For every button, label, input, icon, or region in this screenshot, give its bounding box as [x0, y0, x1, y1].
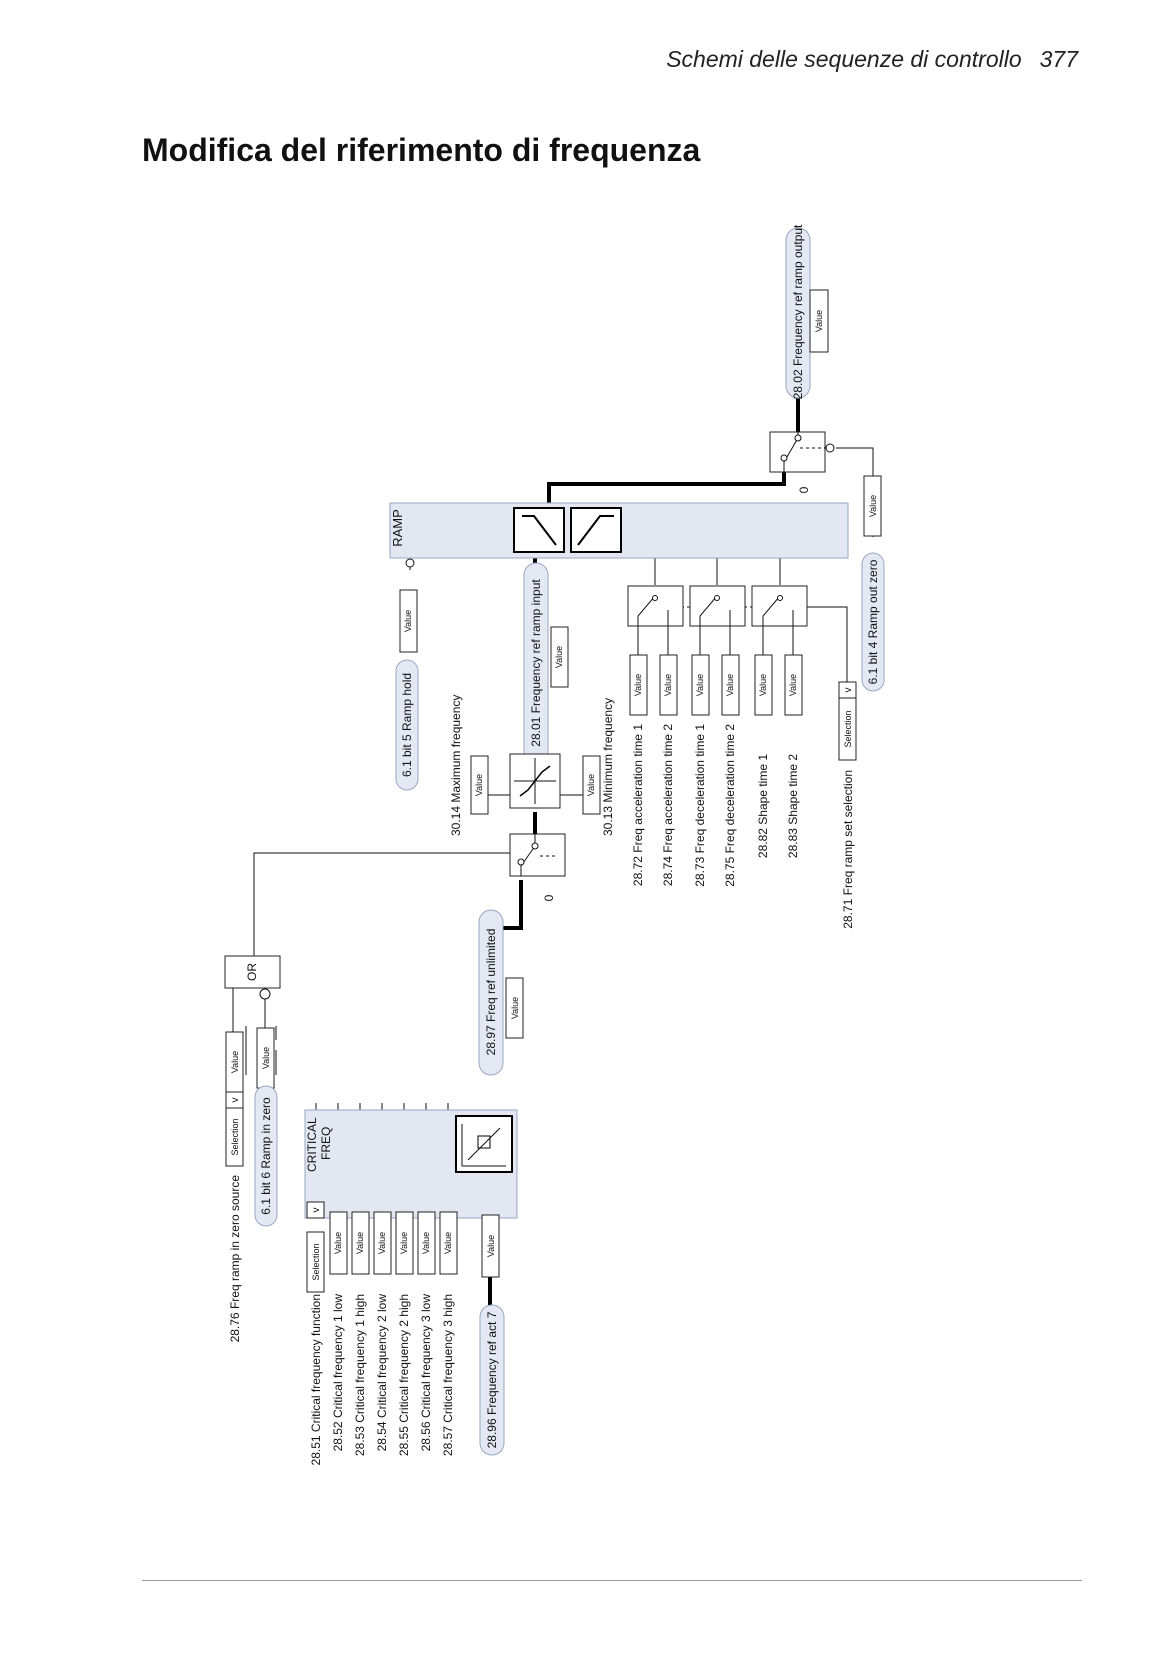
svg-text:Value: Value: [663, 674, 673, 696]
ramp-zero-source-label: 28.76 Freq ramp in zero source: [228, 1175, 242, 1343]
or-block: [224, 955, 281, 989]
svg-text:Value: Value: [554, 646, 564, 668]
svg-text:Value: Value: [788, 674, 798, 696]
svg-text:v: v: [843, 688, 854, 693]
freq-ref-unlimited-label: 28.97 Freq ref unlimited: [484, 929, 498, 1056]
critical-block-label-1: CRITICAL: [305, 1117, 319, 1172]
ramp-out-zero-label: 6.1 bit 4 Ramp out zero: [866, 559, 880, 684]
accel2-label: 28.74 Freq acceleration time 2: [661, 724, 675, 886]
zero-label: 0: [797, 486, 811, 493]
max-freq-label: 30.14 Maximum frequency: [449, 695, 463, 836]
page-number: 377: [1039, 46, 1078, 72]
min-freq-value-box: [582, 755, 601, 815]
max-freq-value-box: [470, 755, 489, 815]
freq-ref-unlimited-param: 28.97 Freq ref unlimited Value: [478, 909, 524, 1076]
critical-block-label-2: FREQ: [319, 1127, 333, 1160]
limiter-group: Value 30.14 Maximum frequency Value 30.1…: [449, 695, 615, 836]
ramp-hold-label: 6.1 bit 5 Ramp hold: [400, 673, 414, 777]
svg-text:Value: Value: [355, 1232, 365, 1254]
freq-ref-act7-value-box: [481, 1214, 500, 1278]
crit2-low-label: 28.54 Critical frequency 2 low: [375, 1294, 389, 1452]
svg-text:Value: Value: [486, 1235, 496, 1257]
svg-text:Value: Value: [333, 1232, 343, 1254]
or-group: OR Value Value v Selection 28.76 Freq ra…: [224, 955, 281, 1343]
crit1-high-label: 28.53 Critical frequency 1 high: [353, 1294, 367, 1456]
ramp-set-sel-label: 28.71 Freq ramp set selection: [841, 770, 855, 929]
ramp-block-label: RAMP: [390, 509, 405, 547]
output-param-label: 28.02 Frequency ref ramp output: [791, 224, 805, 399]
footer-rule: [142, 1580, 1082, 1581]
svg-text:Value: Value: [399, 1232, 409, 1254]
ramp-hold-value-box: [399, 589, 418, 653]
crit-function-dropdown[interactable]: [306, 1201, 325, 1219]
ramp-time-params: Value Value Value Value Value Value 28.7…: [629, 654, 857, 929]
output-param-group: 28.02 Frequency ref ramp output Value: [785, 224, 829, 399]
accel1-label: 28.72 Freq acceleration time 1: [631, 724, 645, 886]
svg-text:Selection: Selection: [311, 1243, 321, 1280]
svg-text:Value: Value: [377, 1232, 387, 1254]
svg-text:v: v: [230, 1098, 241, 1103]
svg-text:Value: Value: [443, 1232, 453, 1254]
ramp-down-icon: [513, 507, 565, 553]
critical-freq-group: CRITICAL FREQ v Selection Value Value Va…: [304, 1109, 518, 1465]
ramp-zero-source-selection-box: [225, 1107, 244, 1167]
ramp-set-selection-box: [838, 697, 857, 761]
thin-wires: [245, 447, 874, 1212]
output-switch-box: [769, 431, 826, 473]
svg-text:Value: Value: [474, 774, 484, 796]
crit2-high-label: 28.55 Critical frequency 2 high: [397, 1294, 411, 1456]
decel-selector: [689, 585, 746, 627]
page-header: Schemi delle sequenze di controllo 377: [648, 46, 1078, 73]
svg-text:Value: Value: [758, 674, 768, 696]
ramp-hold-param: Value 6.1 bit 5 Ramp hold: [395, 589, 419, 791]
crit-function-label: 28.51 Critical frequency function: [309, 1294, 323, 1465]
crit-function-selection-box: [306, 1231, 325, 1293]
shape1-label: 28.82 Shape time 1: [756, 754, 770, 858]
svg-text:Value: Value: [510, 997, 520, 1019]
or-label: OR: [245, 963, 259, 981]
svg-text:Value: Value: [725, 674, 735, 696]
svg-text:Value: Value: [586, 774, 596, 796]
decel2-label: 28.75 Freq deceleration time 2: [723, 724, 737, 887]
ramp-out-zero-value-box: [863, 475, 882, 537]
svg-text:v: v: [311, 1208, 322, 1213]
ramp-in-zero-switch: 0: [509, 833, 566, 901]
crit3-high-label: 28.57 Critical frequency 3 high: [441, 1294, 455, 1456]
svg-text:Value: Value: [421, 1232, 431, 1254]
ramp-input-value-box: [550, 626, 569, 688]
ramp-input-label: 28.01 Frequency ref ramp input: [529, 579, 543, 747]
crit1-low-label: 28.52 Critical frequency 1 low: [331, 1294, 345, 1452]
freq-ref-unlimited-value-box: [505, 977, 524, 1039]
decel1-label: 28.73 Freq deceleration time 1: [693, 724, 707, 887]
svg-text:Selection: Selection: [843, 710, 853, 747]
output-value-box: [809, 289, 829, 353]
ramp-block-group: RAMP: [389, 502, 849, 568]
ramp-in-zero-switch-box: [509, 833, 566, 877]
output-switch: 0: [769, 431, 835, 493]
shape2-label: 28.83 Shape time 2: [786, 754, 800, 858]
freq-ref-act7-label: 28.96 Frequency ref act 7: [485, 1311, 499, 1448]
min-freq-label: 30.13 Minimum frequency: [601, 698, 615, 836]
ramp-up-icon: [570, 507, 622, 553]
svg-text:Value: Value: [695, 674, 705, 696]
accel-selector: [627, 585, 684, 627]
zero-label-2: 0: [542, 894, 556, 901]
svg-text:Value: Value: [261, 1047, 271, 1069]
ramp-input-param: 28.01 Frequency ref ramp input Value: [523, 562, 569, 764]
svg-text:Value: Value: [403, 610, 413, 632]
shape-selector: [751, 585, 808, 627]
value-text: Value: [814, 310, 824, 332]
section-title: Schemi delle sequenze di controllo: [666, 46, 1022, 72]
svg-text:Value: Value: [868, 495, 878, 517]
ramp-in-zero-label: 6.1 bit 6 Ramp in zero: [259, 1097, 273, 1215]
svg-text:Value: Value: [633, 674, 643, 696]
page-title: Modifica del riferimento di frequenza: [142, 132, 701, 168]
ramp-out-zero-param: Value 6.1 bit 4 Ramp out zero: [861, 475, 885, 692]
svg-text:Value: Value: [230, 1051, 240, 1073]
crit3-low-label: 28.56 Critical frequency 3 low: [419, 1294, 433, 1452]
ramp-selectors: [627, 585, 808, 627]
svg-text:Selection: Selection: [230, 1118, 240, 1155]
